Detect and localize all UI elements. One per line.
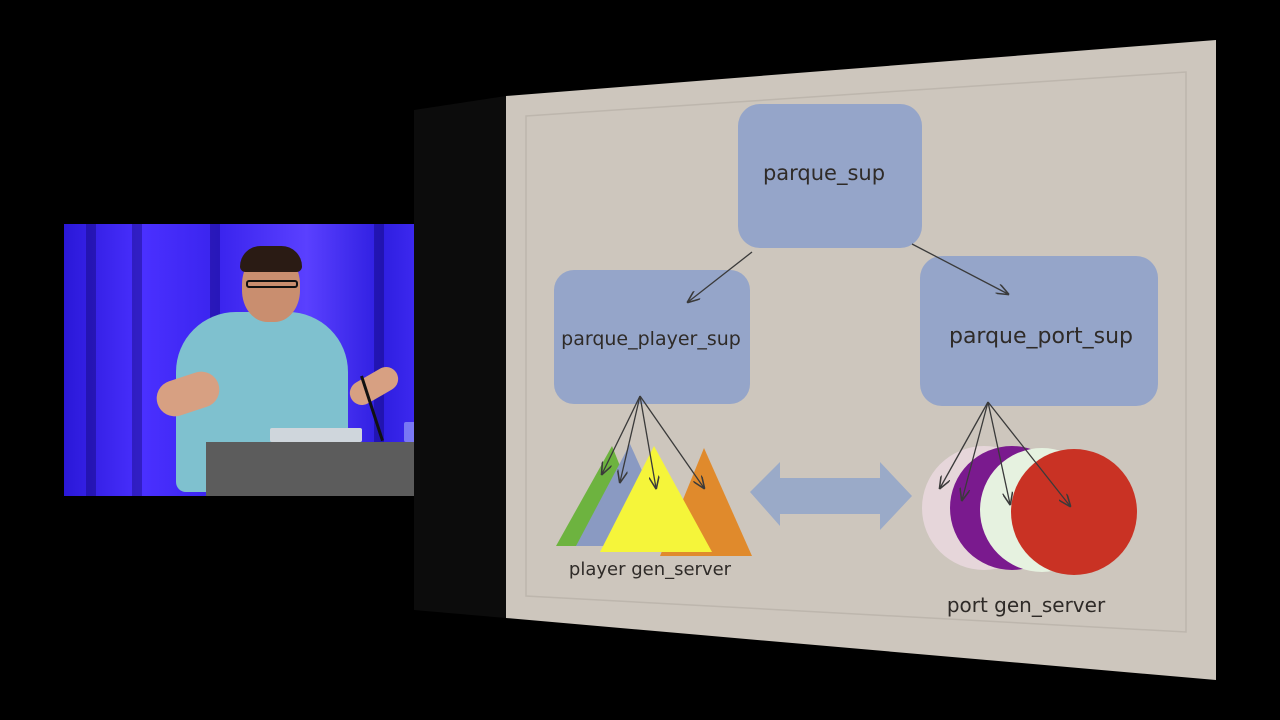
node-parque-player-sup xyxy=(554,270,750,404)
triangle-yellow xyxy=(600,446,712,552)
curtain-fold xyxy=(132,224,142,496)
edge-sup-to-port-sup xyxy=(911,243,1008,294)
circle-red xyxy=(1011,449,1137,575)
edge-sup-to-player-sup xyxy=(688,251,753,302)
speaker-glasses xyxy=(246,280,298,288)
edge-port-sup-to-child-3 xyxy=(987,401,1010,504)
podium xyxy=(206,442,428,496)
laptop xyxy=(270,428,362,442)
node-parque-port-sup xyxy=(920,256,1158,406)
edge-player-sup-to-child-4 xyxy=(639,395,704,488)
screen-shadow xyxy=(414,96,506,618)
curtain-fold xyxy=(374,224,384,496)
edge-port-sup-to-child-4 xyxy=(987,401,1070,506)
player-gen-server-label: player gen_server xyxy=(569,559,732,580)
edge-player-sup-to-child-1 xyxy=(602,395,641,474)
edge-port-sup-to-child-1 xyxy=(940,401,989,488)
edge-port-sup-to-child-2 xyxy=(962,401,989,500)
node-parque-sup-label: parque_sup xyxy=(763,161,885,186)
slide-border xyxy=(525,71,1187,633)
edge-player-sup-to-child-3 xyxy=(639,395,656,488)
bidirectional-arrow-icon xyxy=(750,462,912,530)
port-gen-server-label: port gen_server xyxy=(947,593,1106,617)
node-parque-sup xyxy=(738,104,922,248)
speaker-hair xyxy=(240,246,302,272)
curtain-fold xyxy=(86,224,96,496)
node-parque-player-sup-label: parque_player_sup xyxy=(561,328,741,350)
edge-player-sup-to-child-2 xyxy=(620,395,641,482)
node-parque-port-sup-label: parque_port_sup xyxy=(949,324,1133,349)
